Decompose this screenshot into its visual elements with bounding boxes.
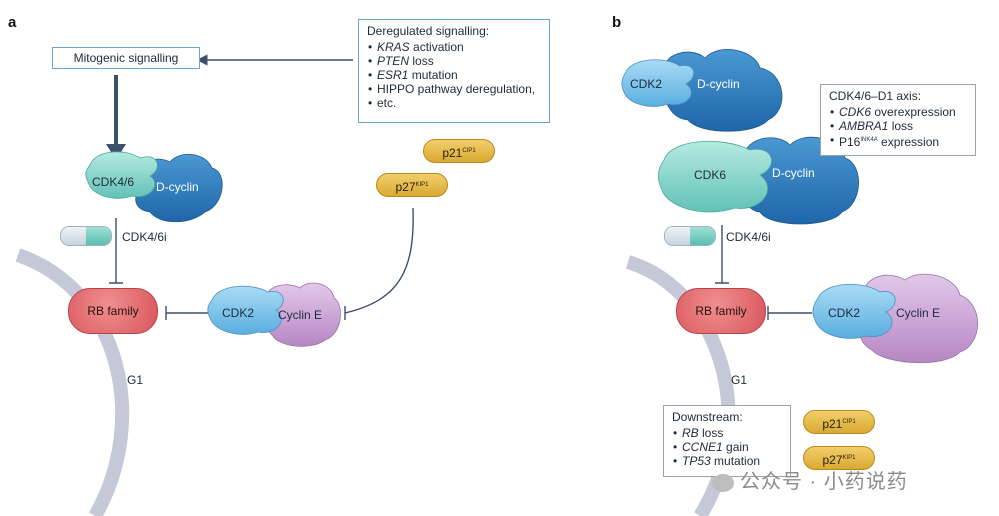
inhibit-cdk46-rb-b: [715, 225, 729, 284]
axis-item: AMBRA1 loss: [830, 119, 967, 133]
g1-arc-a: [15, 248, 130, 516]
p27-pill-b: p27KIP1: [803, 446, 875, 470]
inhibit-cdk46-rb-a: [109, 218, 123, 284]
axis-list: CDK6 overexpression AMBRA1 loss P16INK4A…: [829, 105, 967, 149]
rb-family-b: RB family: [676, 288, 766, 334]
deregulated-signalling-box: Deregulated signalling: KRAS activation …: [358, 19, 550, 123]
cdk2-label-b: CDK2: [828, 306, 861, 320]
cycline-label-a: Cyclin E: [278, 308, 323, 322]
dcyclin-label-a: D-cyclin: [156, 180, 199, 194]
g1-label-b: G1: [731, 373, 748, 387]
dereg-item: PTEN loss: [368, 54, 541, 68]
p27-sup-a: KIP1: [415, 182, 429, 188]
p21-label-a: p21: [442, 146, 463, 160]
p27-sup-b: KIP1: [842, 455, 856, 461]
rb-family-label-b: RB family: [695, 304, 747, 318]
cdk46-inhibitor-pill-b: [664, 226, 716, 246]
deregulated-list: KRAS activation PTEN loss ESR1 mutation …: [367, 40, 541, 110]
p27-label-b: p27: [822, 453, 843, 467]
cdk2-label-a: CDK2: [222, 306, 255, 320]
inhibit-cdk2-rb-b: [767, 306, 812, 320]
cdk2-blob-a: [207, 285, 284, 335]
downstream-item: CCNE1 gain: [673, 440, 782, 454]
cdk46-label-a: CDK4/6: [92, 175, 135, 189]
axis-title: CDK4/6–D1 axis:: [829, 89, 922, 103]
cycline-label-b: Cyclin E: [896, 306, 941, 320]
p21-pill-b: p21CIP1: [803, 410, 875, 434]
p27-label-a: p27: [395, 180, 416, 194]
axis-item: P16INK4A expression: [830, 133, 967, 149]
downstream-box: Downstream: RB loss CCNE1 gain TP53 muta…: [663, 405, 791, 477]
dereg-item: KRAS activation: [368, 40, 541, 54]
rb-family-a: RB family: [68, 288, 158, 334]
watermark-text: 公众号 · 小药说药: [740, 471, 908, 493]
cdk46-blob-a: [85, 151, 158, 199]
rb-family-label-a: RB family: [87, 304, 139, 318]
dcyclin-label-b-top: D-cyclin: [697, 77, 740, 91]
downstream-list: RB loss CCNE1 gain TP53 mutation: [672, 426, 782, 468]
watermark: 公众号 · 小药说药: [712, 465, 908, 494]
cdk2-blob-b-top: [621, 59, 694, 107]
dcyclin-blob-a: [135, 154, 223, 223]
inhibit-cdk2-rb-a: [165, 306, 210, 320]
wechat-icon: [712, 473, 734, 492]
cdk46i-label-a: CDK4/6i: [122, 230, 167, 244]
g1-label-a: G1: [127, 373, 144, 387]
mitogenic-signalling-box: Mitogenic signalling: [52, 47, 200, 69]
p21-sup-b: CIP1: [842, 419, 856, 425]
cdk46-inhibitor-pill-a: [60, 226, 112, 246]
p21-sup-a: CIP1: [462, 148, 476, 154]
deregulated-title: Deregulated signalling:: [367, 24, 490, 38]
downstream-item: RB loss: [673, 426, 782, 440]
cdk6-blob-b: [658, 140, 772, 213]
inhibit-p27-cdk2-a: [344, 207, 414, 320]
dereg-item: HIPPO pathway deregulation,: [368, 82, 541, 96]
panel-letter-a: a: [8, 14, 17, 31]
axis-item: CDK6 overexpression: [830, 105, 967, 119]
p21-pill-a: p21CIP1: [423, 139, 495, 163]
dereg-item-cont: etc.: [368, 96, 541, 110]
mitogenic-signalling-label: Mitogenic signalling: [73, 51, 179, 65]
cdk2-label-b-top: CDK2: [630, 77, 663, 91]
cdk2-blob-b: [812, 283, 896, 339]
cdk46i-label-b: CDK4/6i: [726, 230, 771, 244]
panel-letter-b: b: [612, 14, 622, 31]
dcyclin-label-b-mid: D-cyclin: [772, 166, 815, 180]
cdk6-label-b: CDK6: [694, 168, 727, 182]
p27-pill-a: p27KIP1: [376, 173, 448, 197]
downstream-item: TP53 mutation: [673, 454, 782, 468]
p21-label-b: p21: [822, 417, 843, 431]
downstream-title: Downstream:: [672, 410, 743, 424]
cdk46-d1-axis-box: CDK4/6–D1 axis: CDK6 overexpression AMBR…: [820, 84, 976, 156]
dereg-item: ESR1 mutation: [368, 68, 541, 82]
